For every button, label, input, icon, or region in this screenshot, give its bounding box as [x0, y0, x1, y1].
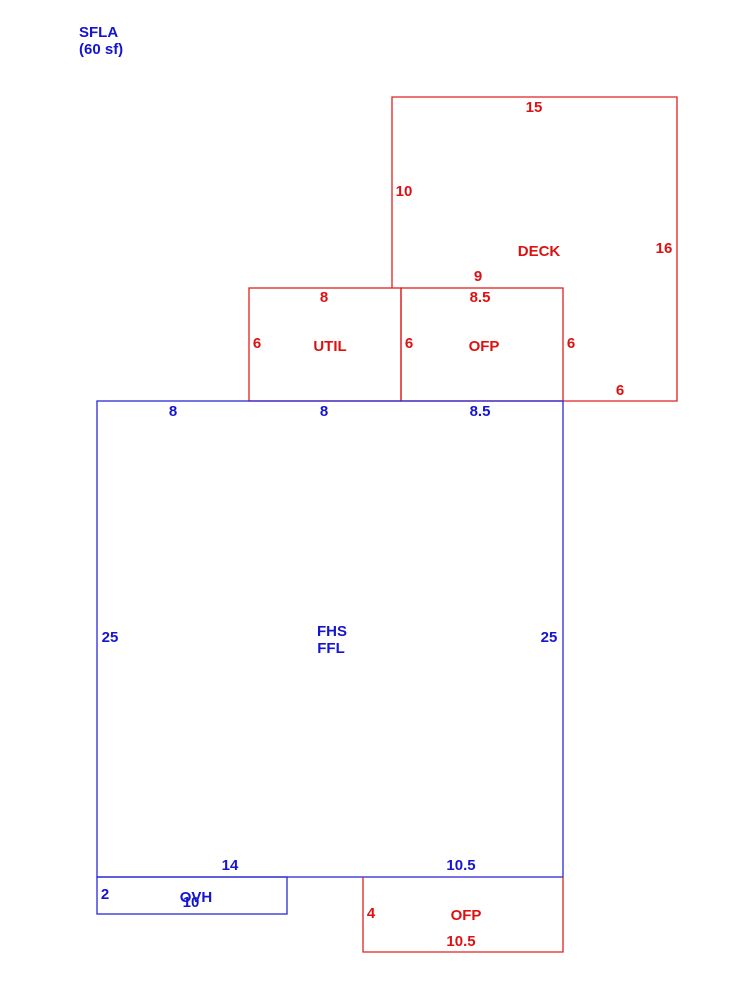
- sfla-title: SFLA: [79, 24, 118, 41]
- deck-outline: [391, 96, 678, 402]
- main-living-area: FHS FFL 8 8 8.5 25 25 14 10.5: [96, 400, 564, 878]
- main-dim-bottom-2: 10.5: [446, 857, 475, 874]
- ofp-top-dim-top: 8.5: [470, 289, 491, 306]
- deck-dim-inner-top: 9: [474, 268, 482, 285]
- main-label-ffl: FFL: [317, 640, 345, 657]
- ovh-label: OVH: [180, 889, 213, 906]
- util-label: UTIL: [313, 338, 346, 355]
- deck-dim-bottom: 6: [616, 382, 624, 399]
- ofp-top-label: OFP: [469, 338, 500, 355]
- deck-dim-left: 10: [396, 183, 413, 200]
- deck-label: DECK: [518, 243, 561, 260]
- ofp-top-dim-left: 6: [405, 335, 413, 352]
- ovh-outline: [96, 876, 288, 915]
- main-dim-bottom-1: 14: [222, 857, 239, 874]
- deck-dim-top: 15: [526, 99, 543, 116]
- main-label-fhs: FHS: [317, 623, 347, 640]
- ovh-dim-left: 2: [101, 886, 109, 903]
- ofp-bottom-dim-left: 4: [367, 905, 376, 922]
- ofp-bottom-dim-bottom: 10.5: [446, 933, 475, 950]
- util-area: UTIL 8 6: [248, 287, 402, 402]
- main-dim-right: 25: [541, 629, 558, 646]
- ofp-bottom-area: OFP 4 10.5: [362, 877, 564, 953]
- main-outline: [96, 400, 564, 878]
- ovh-area: 10 OVH 2: [96, 876, 288, 915]
- deck-area: DECK 15 10 16 9 6: [391, 96, 678, 402]
- main-dim-left: 25: [102, 629, 119, 646]
- deck-dim-right: 16: [656, 240, 673, 257]
- main-dim-top-2: 8: [320, 403, 328, 420]
- util-dim-left: 6: [253, 335, 261, 352]
- ovh-dim-bottom: 10: [183, 894, 200, 911]
- main-dim-top-1: 8: [169, 403, 177, 420]
- main-dim-top-3: 8.5: [470, 403, 491, 420]
- ofp-bottom-label: OFP: [451, 907, 482, 924]
- util-dim-top: 8: [320, 289, 328, 306]
- ofp-top-dim-right: 6: [567, 335, 575, 352]
- ofp-bottom-outline: [362, 877, 564, 953]
- ofp-top-area: OFP 8.5 6 6: [400, 287, 575, 402]
- sfla-area: (60 sf): [79, 41, 123, 58]
